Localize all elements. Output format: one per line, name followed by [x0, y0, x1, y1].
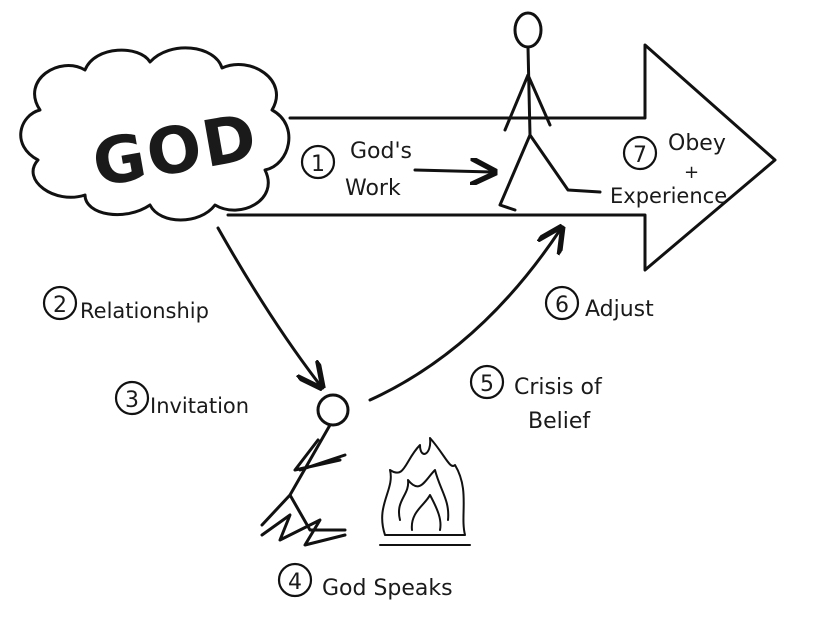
step-7: 7 Obey + Experience — [610, 131, 727, 208]
svg-text:5: 5 — [480, 372, 494, 397]
god-cloud: GOD — [19, 46, 291, 222]
svg-text:2: 2 — [53, 293, 67, 318]
svg-text:1: 1 — [311, 152, 325, 177]
svg-text:+: + — [684, 162, 699, 183]
svg-text:Invitation: Invitation — [150, 394, 249, 418]
svg-text:Belief: Belief — [528, 409, 591, 434]
svg-text:God Speaks: God Speaks — [322, 576, 453, 601]
svg-text:Obey: Obey — [668, 131, 726, 156]
svg-text:4: 4 — [288, 570, 302, 595]
svg-text:6: 6 — [555, 293, 569, 318]
walking-figure-icon — [498, 11, 602, 212]
god-title: GOD — [87, 100, 263, 202]
invitation-arrow — [216, 226, 320, 385]
work-arrow — [413, 170, 492, 172]
kneeling-figure-icon — [260, 393, 350, 547]
step-5: 5 Crisis of Belief — [469, 364, 603, 434]
svg-text:3: 3 — [125, 388, 139, 413]
step-2: 2 Relationship — [42, 285, 209, 323]
adjust-arrow — [368, 230, 560, 402]
step-3: 3 Invitation — [114, 380, 249, 418]
svg-text:Adjust: Adjust — [585, 297, 654, 322]
svg-text:Experience: Experience — [610, 184, 727, 208]
svg-text:Work: Work — [345, 176, 401, 201]
svg-text:Crisis of: Crisis of — [514, 375, 603, 400]
fire-icon — [379, 437, 471, 546]
big-arrow — [226, 43, 777, 272]
step-4: 4 God Speaks — [277, 562, 453, 601]
svg-text:God's: God's — [350, 139, 412, 164]
step-1: 1 God's Work — [300, 139, 492, 201]
svg-text:Relationship: Relationship — [80, 299, 209, 323]
step-6: 6 Adjust — [544, 285, 654, 322]
svg-text:7: 7 — [633, 143, 647, 168]
